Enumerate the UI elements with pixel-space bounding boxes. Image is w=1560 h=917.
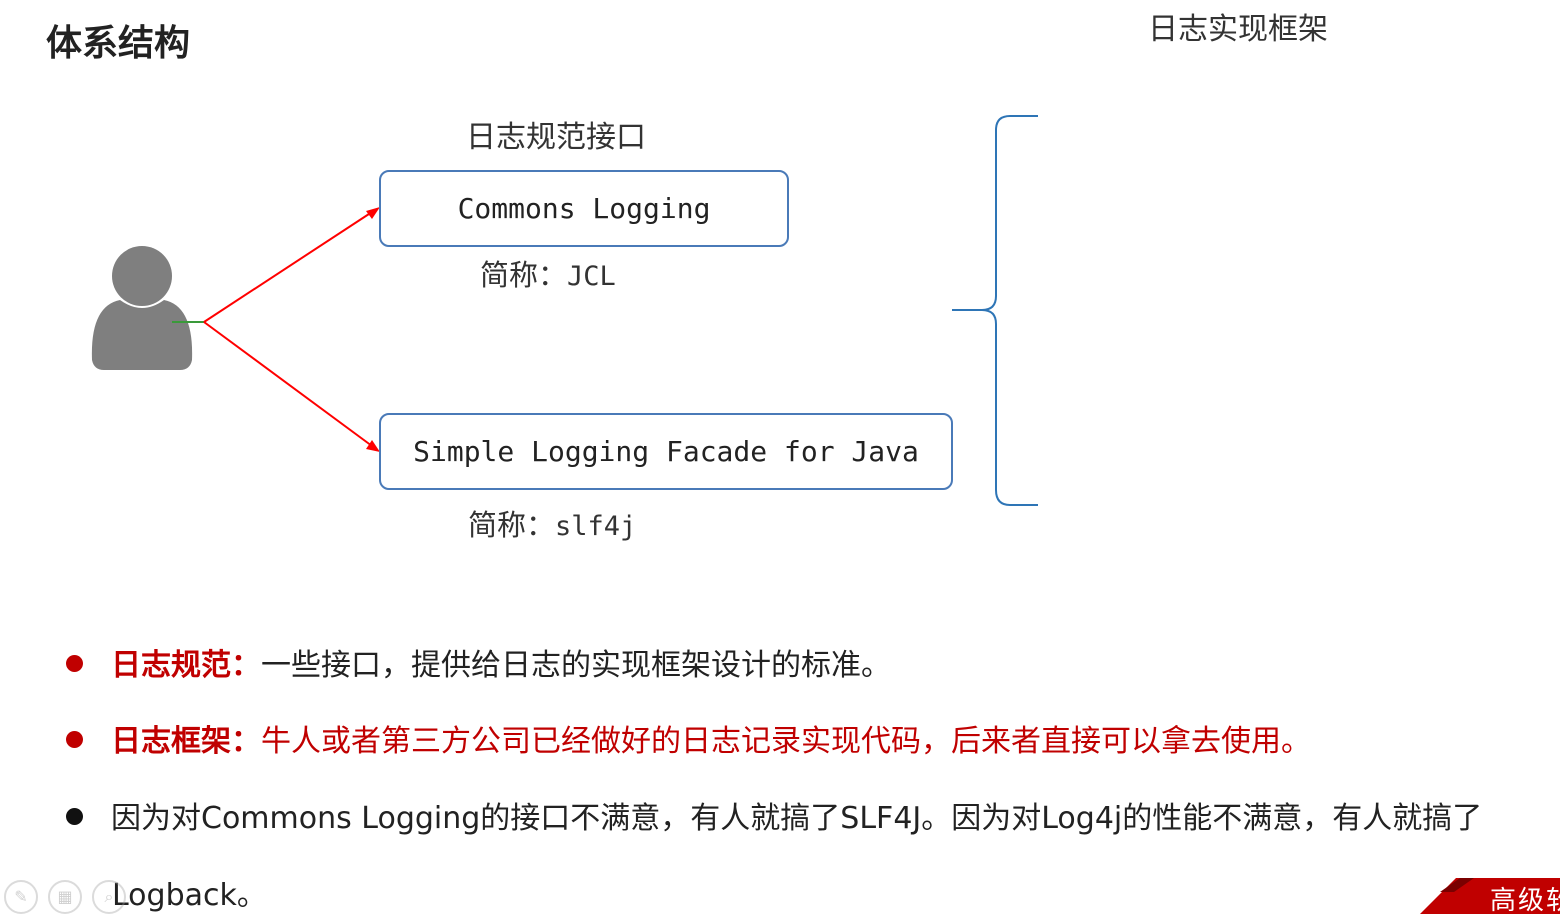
bullet-text: 因为对Commons Logging的接口不满意，有人就搞了SLF4J。因为对L… <box>111 801 1483 836</box>
bullet-history: 因为对Commons Logging的接口不满意，有人就搞了SLF4J。因为对L… <box>66 793 1482 837</box>
jcl-box: Commons Logging <box>379 170 789 247</box>
jcl-abbreviation: 简称：JCL <box>480 252 616 294</box>
arrow-to-slf4j <box>203 321 373 447</box>
pen-icon[interactable]: ✎ <box>4 880 38 914</box>
zoom-icon[interactable]: ⌕ <box>92 880 126 914</box>
bullet-dot <box>66 731 83 748</box>
page-title: 体系结构 <box>46 23 191 64</box>
jcl-abbr-value: JCL <box>567 261 616 292</box>
bullet-dot <box>66 808 83 825</box>
slf-abbr-value: slf4j <box>555 511 637 542</box>
bullet-text: 一些接口，提供给日志的实现框架设计的标准。 <box>261 648 891 683</box>
impl-curly-brace <box>952 115 1038 506</box>
user-icon <box>91 246 193 370</box>
bullet-label: 日志规范： <box>111 648 261 683</box>
bullet-label: 日志框架： <box>111 724 261 759</box>
slf-abbr-prefix: 简称： <box>468 508 556 542</box>
bullet-history-continuation: Logback。 <box>112 878 267 913</box>
corner-label: 高级软 <box>1490 886 1560 916</box>
bullet-dot <box>66 655 83 672</box>
bullet-log-spec: 日志规范：一些接口，提供给日志的实现框架设计的标准。 <box>66 640 891 684</box>
jcl-abbr-prefix: 简称： <box>480 258 568 292</box>
impl-framework-heading: 日志实现框架 <box>1148 12 1328 47</box>
slf4j-box: Simple Logging Facade for Java <box>379 413 953 490</box>
corner-banner <box>1420 878 1560 914</box>
interface-heading: 日志规范接口 <box>466 120 646 155</box>
slides-icon[interactable]: ▦ <box>48 880 82 914</box>
arrowhead-slf4j <box>366 440 380 452</box>
bullet-text: 牛人或者第三方公司已经做好的日志记录实现代码，后来者直接可以拿去使用。 <box>261 724 1311 759</box>
slide-toolbar: ✎ ▦ ⌕ <box>4 880 126 914</box>
bullet-log-framework: 日志框架：牛人或者第三方公司已经做好的日志记录实现代码，后来者直接可以拿去使用。 <box>66 716 1311 760</box>
slf4j-abbreviation: 简称：slf4j <box>468 502 636 544</box>
arrow-to-jcl <box>203 211 373 323</box>
arrowhead-jcl <box>366 207 380 219</box>
